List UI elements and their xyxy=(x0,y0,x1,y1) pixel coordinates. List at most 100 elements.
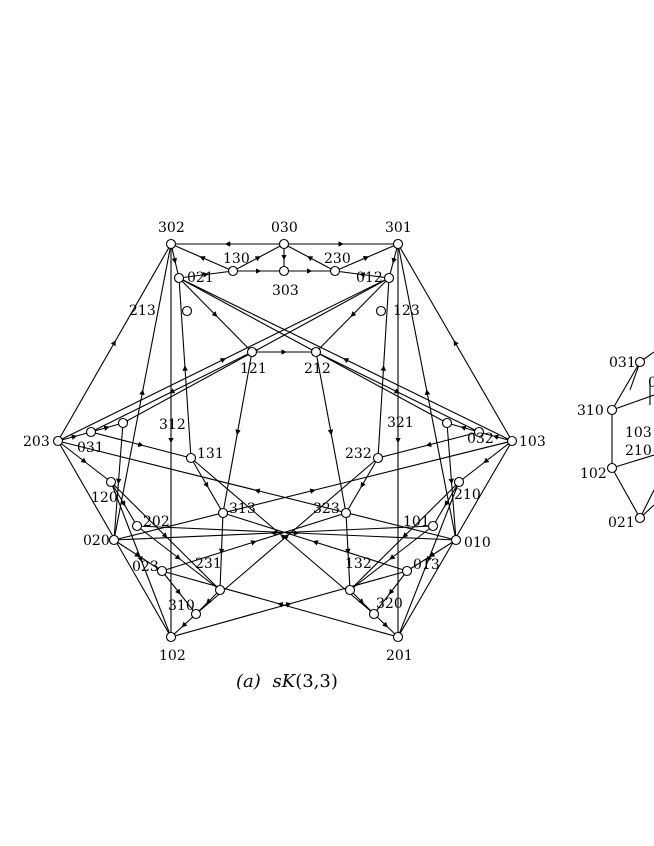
edge-201-023 xyxy=(161,570,399,638)
edge-013-313 xyxy=(222,512,408,572)
node-212 xyxy=(310,346,322,358)
edge-021-130 xyxy=(178,270,234,279)
edge-101-132 xyxy=(349,525,434,591)
edge-121-031 xyxy=(90,351,253,433)
edge-023-323 xyxy=(161,512,347,572)
partial-graph-b: 031 310 103 210 102 021 0 xyxy=(577,351,654,531)
node-023 xyxy=(156,565,168,577)
node-302 xyxy=(165,238,177,250)
node-label-301: 301 xyxy=(385,220,412,236)
edge-120-102 xyxy=(110,481,172,638)
edge-130-302 xyxy=(170,243,234,272)
edge-230-301 xyxy=(334,243,399,272)
edge-312-020 xyxy=(113,422,124,541)
edge-310-102 xyxy=(170,613,197,638)
caption-graph: sK xyxy=(273,671,297,692)
node-label-212: 212 xyxy=(304,361,331,377)
edge-232-012 xyxy=(377,277,390,459)
node-label-120: 120 xyxy=(91,490,118,506)
caption-prefix: (a) xyxy=(236,671,261,692)
edge-031-312 xyxy=(90,422,124,433)
node-label-321: 321 xyxy=(387,415,414,431)
node-102 xyxy=(165,631,177,643)
node-label-021: 021 xyxy=(187,270,214,286)
edge-032-321 xyxy=(446,422,480,433)
node-label-031: 031 xyxy=(77,440,104,456)
node-232 xyxy=(372,452,384,464)
node-020 xyxy=(108,534,120,546)
svg-text:021: 021 xyxy=(608,515,635,531)
edge-320-131 xyxy=(190,457,375,615)
edge-102-013 xyxy=(170,570,408,638)
edge-202-231 xyxy=(136,525,221,591)
node-013 xyxy=(401,565,413,577)
node-label-013: 013 xyxy=(413,557,440,573)
node-label-012: 012 xyxy=(356,270,383,286)
node-label-130: 130 xyxy=(223,251,250,267)
node-label-103: 103 xyxy=(519,434,546,450)
node-label-131: 131 xyxy=(197,446,224,462)
edge-032-232 xyxy=(377,431,480,459)
edge-010-301 xyxy=(397,243,457,541)
edge-103-032 xyxy=(478,431,513,442)
node-label-030: 030 xyxy=(271,220,298,236)
edge-210-132 xyxy=(349,481,460,591)
node-032 xyxy=(473,426,485,438)
edge-320-201 xyxy=(373,613,399,638)
edge-121-313 xyxy=(222,351,253,514)
node-130 xyxy=(227,265,239,277)
node-label-231: 231 xyxy=(195,556,222,572)
edge-212-032 xyxy=(315,351,480,433)
node-310 xyxy=(190,608,202,620)
node-label-010: 010 xyxy=(464,535,491,551)
node-label-320: 320 xyxy=(376,596,403,612)
node-012 xyxy=(383,272,395,284)
node-213 xyxy=(181,305,193,317)
edge-031-131 xyxy=(90,431,192,459)
node-203 xyxy=(52,435,64,447)
edge-012-230 xyxy=(334,270,390,279)
node-010 xyxy=(450,534,462,546)
edge-010-013 xyxy=(406,539,457,572)
node-131 xyxy=(185,452,197,464)
node-label-023: 023 xyxy=(132,559,159,575)
edge-323-132 xyxy=(345,512,351,591)
edge-103-210 xyxy=(458,440,513,483)
figure-caption: (a) sK(3,3) xyxy=(236,671,338,692)
node-label-232: 232 xyxy=(345,446,372,462)
node-230 xyxy=(329,265,341,277)
edge-020-023 xyxy=(113,539,163,572)
node-label-313: 313 xyxy=(229,501,256,517)
edge-313-231 xyxy=(218,512,225,591)
edge-010-203 xyxy=(57,440,457,541)
edge-210-201 xyxy=(397,481,460,638)
edge-131-313 xyxy=(190,457,224,514)
node-202 xyxy=(131,520,143,532)
node-313 xyxy=(217,507,229,519)
edge-210-101 xyxy=(432,481,460,527)
node-layer xyxy=(52,238,518,643)
svg-text:103: 103 xyxy=(625,425,652,441)
node-303 xyxy=(278,265,290,277)
edge-302-021 xyxy=(170,243,180,279)
edge-layer xyxy=(57,241,513,638)
node-201 xyxy=(392,631,404,643)
node-231 xyxy=(214,584,226,596)
edge-023-310 xyxy=(161,570,197,615)
node-label-202: 202 xyxy=(143,514,170,530)
edge-021-121 xyxy=(178,277,253,353)
node-label-032: 032 xyxy=(467,431,494,447)
svg-text:310: 310 xyxy=(577,403,604,419)
edge-203-120 xyxy=(57,440,112,483)
edge-103-021 xyxy=(178,277,513,442)
svg-text:102: 102 xyxy=(580,466,607,482)
node-320 xyxy=(368,608,380,620)
edge-212-323 xyxy=(315,351,347,514)
node-301 xyxy=(392,238,404,250)
node-label-230: 230 xyxy=(324,251,351,267)
node-label-102: 102 xyxy=(159,648,186,664)
node-210 xyxy=(453,476,465,488)
node-031 xyxy=(85,426,97,438)
